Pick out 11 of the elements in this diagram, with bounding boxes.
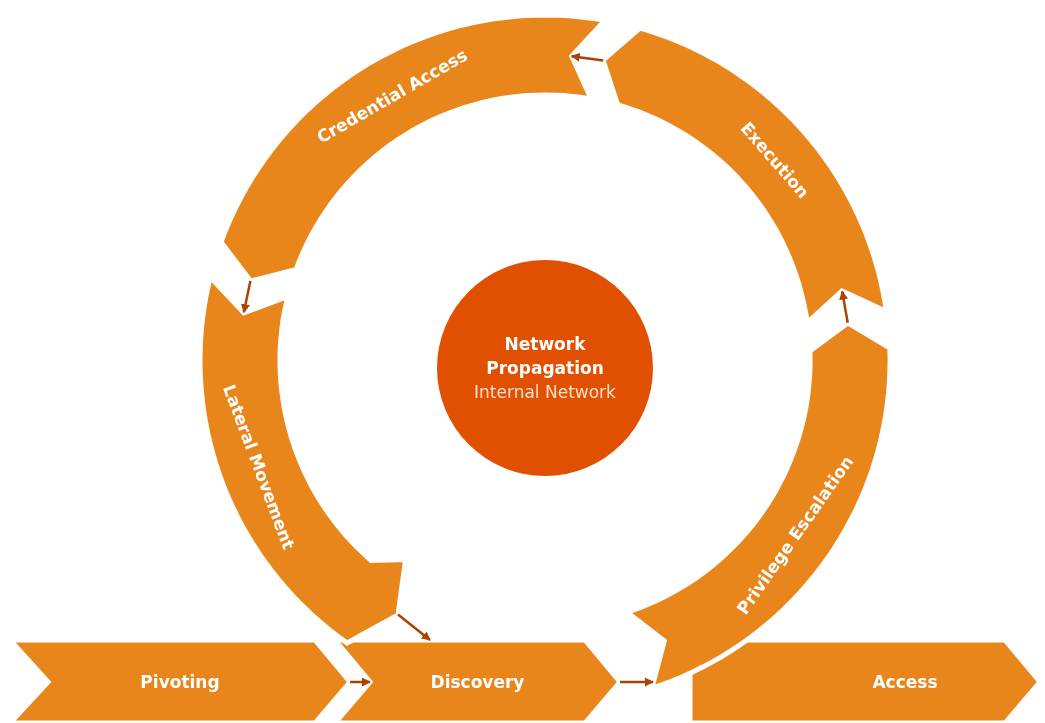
circle-subtitle: Internal Network <box>474 381 616 404</box>
circle-title: Network Propagation <box>485 333 605 380</box>
connector-arrow <box>839 290 849 323</box>
connector-arrow <box>397 613 431 641</box>
connector-arrow <box>620 677 654 687</box>
connector-arrow <box>350 677 371 687</box>
connector-arrow <box>241 280 252 314</box>
stage-label: Discovery <box>430 672 525 692</box>
connector-arrow <box>570 52 604 62</box>
stage-label: Pivoting <box>140 672 220 692</box>
stage-label: Access <box>872 672 938 692</box>
